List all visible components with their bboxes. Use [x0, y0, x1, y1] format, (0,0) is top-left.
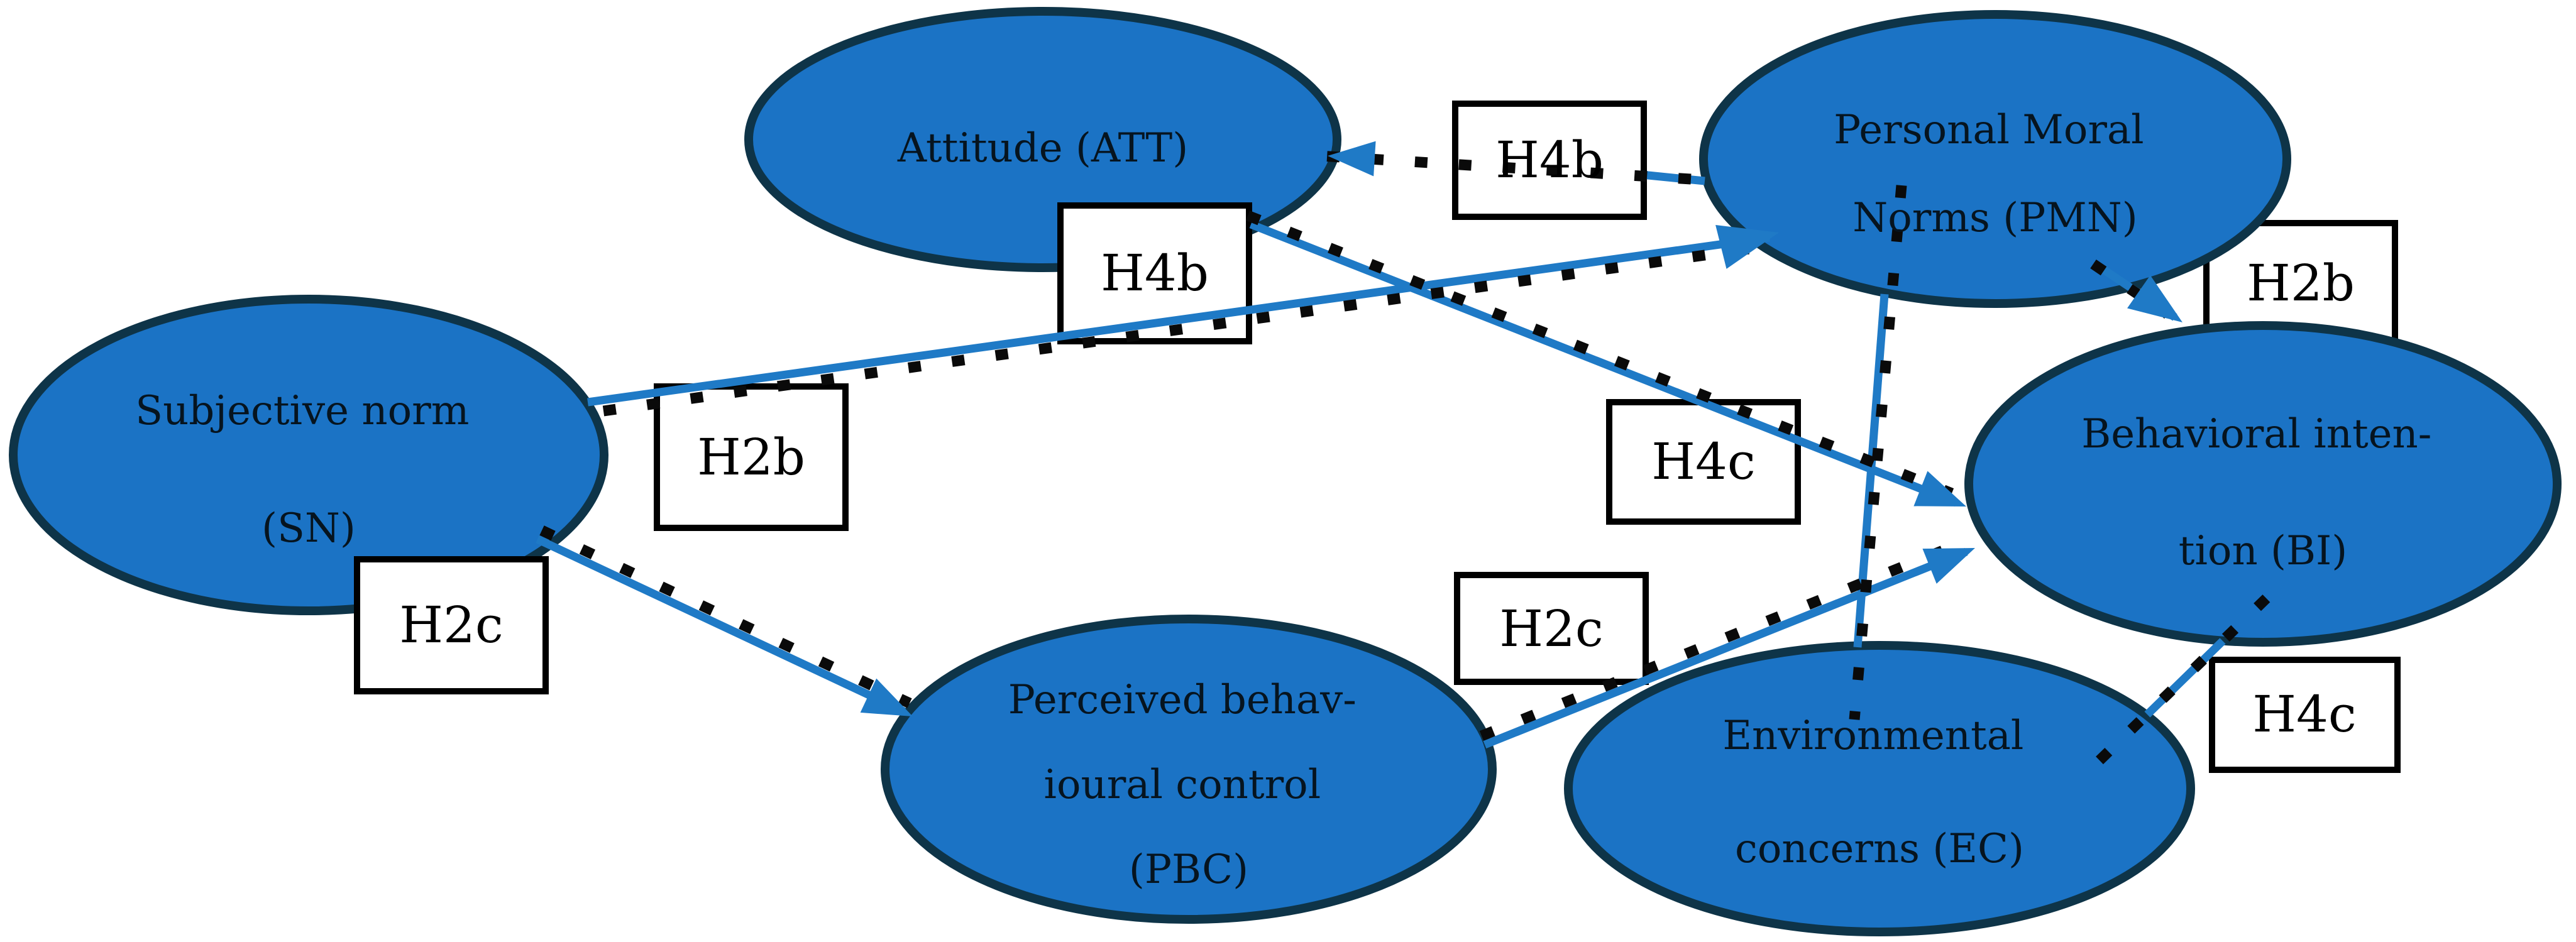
hypothesis-label-h4c-center: H4c — [1651, 432, 1755, 491]
edge-pmn-att-dots — [1319, 150, 1692, 185]
node-sn-shape — [9, 295, 608, 615]
node-bi-label: Behavioral inten- tion (BI) — [2081, 411, 2444, 574]
hypothesis-box-h4c-right — [2209, 657, 2401, 773]
edge-sn-pbc-line — [536, 535, 906, 715]
hypothesis-label-h2b-left: H2b — [697, 428, 805, 486]
node-pbc-line1: Perceived behav- — [1008, 677, 1357, 723]
node-bi-line2: tion (BI) — [2179, 528, 2348, 574]
node-pbc-line3: (PBC) — [1129, 846, 1248, 893]
node-ec-shape — [1564, 641, 2195, 936]
node-pbc-label: Perceived behav- ioural control (PBC) — [1008, 677, 1370, 893]
arrowhead-into-bi-lower-icon — [1922, 548, 1975, 584]
hypothesis-box-h2c-center — [1454, 572, 1649, 685]
edge-ec-bi-line — [2144, 638, 2226, 718]
edge-pmn-bi-dots — [2090, 259, 2171, 319]
edge-sn-pmn-line — [587, 233, 1770, 407]
hypothesis-label-h2c-center: H2c — [1499, 600, 1603, 658]
node-att-line1: Attitude (ATT) — [897, 125, 1188, 172]
node-sn-line1: Subjective norm — [135, 388, 469, 434]
node-ec-line1: Environmental — [1722, 713, 2023, 759]
arrowhead-into-pbc-icon — [860, 678, 913, 716]
edge-ec-pmn-dots — [1849, 185, 1907, 720]
node-att-label: Attitude (ATT) — [897, 125, 1188, 172]
node-pmn-line1: Personal Moral — [1834, 107, 2144, 153]
edge-sn-pbc-dots — [539, 525, 912, 708]
edge-pbc-bi-line — [1483, 547, 1968, 749]
hypothesis-label-h2c-left: H2c — [399, 596, 503, 654]
arrowhead-into-bi-top-icon — [2127, 275, 2182, 322]
hypothesis-label-h4c-right: H4c — [2252, 685, 2356, 743]
hypothesis-box-h2c-left — [354, 556, 549, 694]
hypothesis-label-h4b-mid: H4b — [1101, 244, 1209, 302]
edge-att-bi-line — [1249, 220, 1958, 507]
arrowhead-into-bi-upper-icon — [1913, 471, 1966, 507]
arrowhead-into-pmn-icon — [1715, 225, 1779, 269]
node-sn-line2: (SN) — [261, 505, 356, 552]
hypothesis-label-h2b-right: H2b — [2247, 254, 2355, 312]
arrowhead-into-att-icon — [1328, 141, 1376, 177]
node-bi-shape — [1964, 321, 2562, 647]
node-pbc-shape — [881, 615, 1497, 924]
edge-pmn-att-blue-segment — [1641, 170, 1705, 185]
hypothesis-box-h4b-mid — [1057, 202, 1252, 344]
node-pmn-shape — [1699, 10, 2291, 308]
hypothesis-box-h4b-top — [1452, 101, 1647, 220]
node-sn-label: Subjective norm (SN) — [135, 388, 482, 552]
hypothesis-label-h4b-top: H4b — [1495, 131, 1604, 189]
node-ec-label: Environmental concerns (EC) — [1722, 713, 2036, 872]
node-bi-line1: Behavioral inten- — [2081, 411, 2431, 457]
node-pbc-line2: ioural control — [1043, 762, 1321, 808]
node-pmn-line2: Norms (PMN) — [1852, 195, 2138, 241]
hypothesis-box-h2b-left — [654, 383, 849, 531]
node-ec-line2: concerns (EC) — [1735, 826, 2024, 872]
node-pmn-label: Personal Moral Norms (PMN) — [1834, 107, 2157, 241]
